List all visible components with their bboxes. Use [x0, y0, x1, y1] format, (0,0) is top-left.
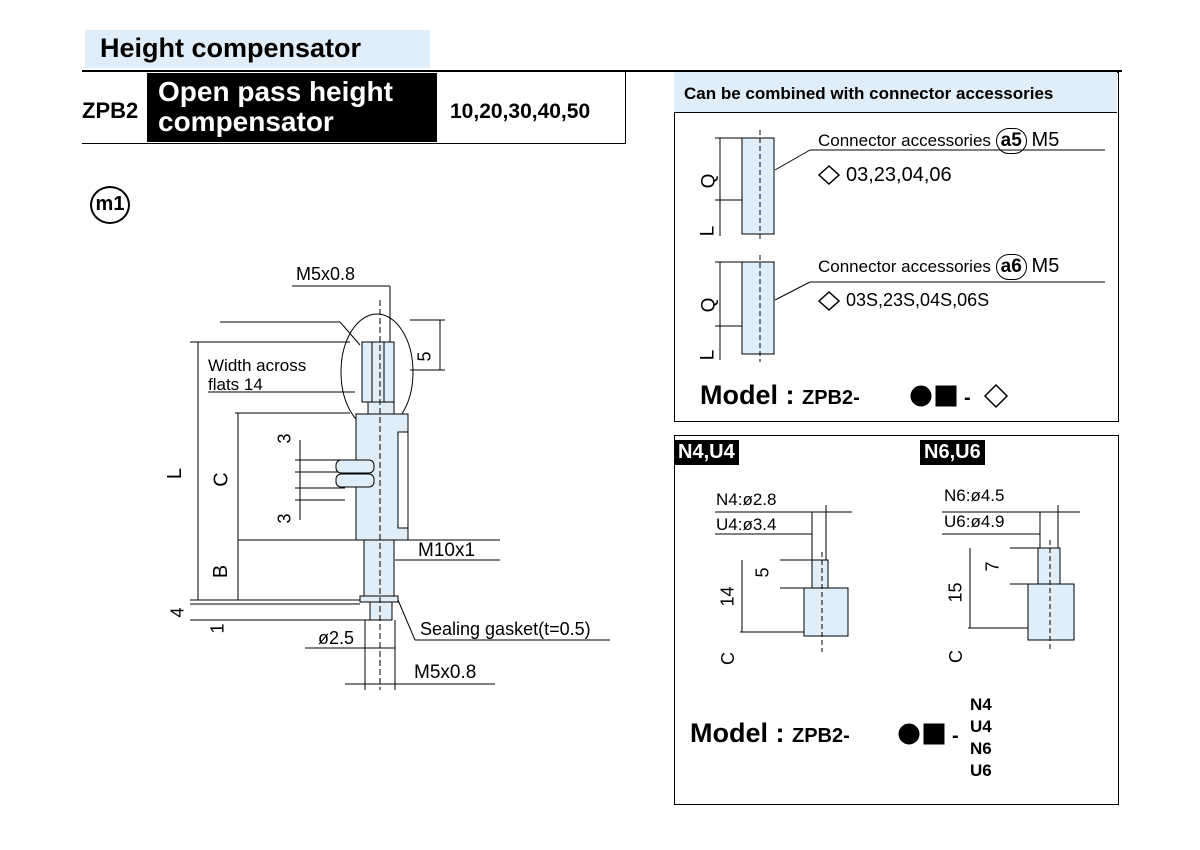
a6-label: Connector accessories a6 M5 — [818, 254, 1059, 280]
model1-square-icon — [935, 385, 957, 407]
a5-leader — [774, 149, 811, 171]
model1-code: ZPB2 — [802, 387, 854, 409]
model1-diamond-icon — [983, 383, 1009, 409]
model1-label: Model : — [700, 380, 802, 410]
a5-body — [741, 137, 775, 235]
m1-badge: m1 — [90, 186, 130, 224]
model2-code: ZPB2 — [792, 725, 844, 747]
top-hex — [361, 341, 395, 403]
model2-square-icon — [923, 723, 945, 745]
nozzle-left-tag: N4,U4 — [674, 440, 739, 465]
top-thread-label: M5x0.8 — [296, 264, 356, 284]
model-code: ZPB2 — [82, 98, 139, 123]
right-tip — [1037, 547, 1061, 585]
model1-dash2: - — [964, 387, 971, 409]
title-background — [85, 30, 430, 68]
a6-label-text: Connector accessories — [818, 257, 991, 276]
right-dim-C: C — [946, 650, 966, 663]
right-d2-label: U6:ø4.9 — [944, 512, 1005, 531]
a5-badge: a5 — [995, 128, 1027, 154]
left-d2-label: U4:ø3.4 — [716, 515, 777, 534]
a5-options: 03,23,04,06 — [846, 164, 952, 186]
a5-diamond-icon — [817, 164, 841, 186]
a6-body — [741, 261, 775, 355]
suffix-n6: N6 — [970, 739, 992, 758]
nut-lower — [335, 473, 375, 488]
a6-thread: M5 — [1031, 255, 1060, 277]
model-line-1: Model : ZPB2- — [700, 380, 860, 411]
right-d1-label: N6:ø4.5 — [944, 486, 1005, 505]
a6-options: 03S,23S,04S,06S — [846, 290, 990, 310]
header-separator — [625, 72, 626, 143]
nozzle-panel — [674, 435, 1119, 805]
model2-suffix-list: N4 U4 N6 U6 — [970, 694, 992, 782]
a6-leader — [774, 281, 811, 301]
left-body — [803, 587, 849, 637]
a6-diamond-icon — [817, 290, 841, 312]
nut-upper — [335, 459, 375, 474]
a5-thread: M5 — [1031, 129, 1060, 151]
mid-thread-label: M10x1 — [418, 540, 476, 561]
model2-dash1: - — [843, 725, 850, 747]
model1-dash1: - — [853, 387, 860, 409]
bottom-thread — [369, 601, 393, 621]
model-line-2: Model : ZPB2- — [690, 718, 850, 749]
suffix-u4: U4 — [970, 717, 992, 736]
a5-label: Connector accessories a5 M5 — [818, 128, 1059, 154]
width-label-line2: flats 14 — [208, 375, 263, 394]
model2-tail: - — [952, 718, 959, 749]
bore-label: ø2.5 — [318, 628, 355, 648]
model2-label: Model : — [690, 718, 792, 748]
product-name-box — [147, 73, 437, 142]
page-title: Height compensator — [100, 33, 362, 63]
gasket-label: Sealing gasket(t=0.5) — [420, 619, 591, 639]
left-dim-5: 5 — [752, 567, 773, 578]
suffix-n4: N4 — [970, 695, 992, 714]
left-tip — [811, 559, 829, 589]
bottom-thread-label: M5x0.8 — [414, 662, 477, 683]
bore-slot — [397, 431, 409, 529]
width-label-line1: Width across — [208, 356, 307, 375]
left-d1-label: N4:ø2.8 — [716, 490, 777, 509]
right-dim-15: 15 — [945, 582, 966, 603]
header-bottom-rule — [82, 143, 626, 144]
top-rule — [82, 70, 1122, 72]
gasket-leader — [397, 599, 416, 641]
right-body — [1027, 583, 1075, 641]
a5-label-text: Connector accessories — [818, 131, 991, 150]
a6-badge: a6 — [995, 254, 1027, 280]
model2-circle-icon — [898, 723, 920, 745]
product-name-line1: Open pass height — [158, 76, 393, 107]
right-dim-7: 7 — [982, 561, 1003, 572]
model1-circle-icon — [910, 385, 932, 407]
product-name-line2: compensator — [158, 106, 334, 137]
accessories-header-bg — [674, 72, 1117, 113]
accessories-header: Can be combined with connector accessori… — [684, 84, 1054, 103]
left-dim-C: C — [718, 652, 738, 665]
lower-shaft — [363, 539, 395, 597]
left-dim-14: 14 — [717, 586, 738, 607]
model1-tail: - — [964, 380, 971, 411]
model2-dash2: - — [952, 725, 959, 747]
nozzle-right-tag: N6,U6 — [920, 440, 985, 465]
size-list: 10,20,30,40,50 — [450, 100, 591, 123]
suffix-u6: U6 — [970, 761, 992, 780]
